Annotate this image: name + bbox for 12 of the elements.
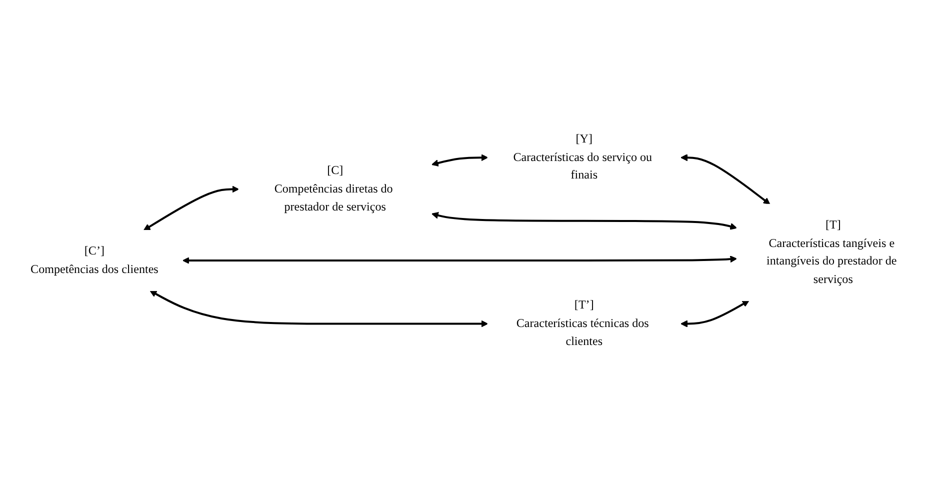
node-text: [T’] Características técnicas dos clientes	[516, 298, 649, 348]
arrow	[680, 300, 750, 328]
node-text: [Y] Características do serviço ou finais	[513, 132, 652, 182]
node-text: [C] Competências diretas do prestador de serviços	[274, 164, 393, 214]
node-text: [C’] Competências dos clientes	[30, 244, 158, 276]
arrow	[680, 154, 770, 204]
node-text: [T] Características tangíveis e intangíveis do prestador de serviços	[766, 218, 897, 286]
arrow	[432, 212, 738, 230]
arrow	[143, 186, 240, 230]
arrow	[432, 154, 488, 166]
arrow	[182, 255, 738, 264]
arrow	[150, 290, 488, 328]
